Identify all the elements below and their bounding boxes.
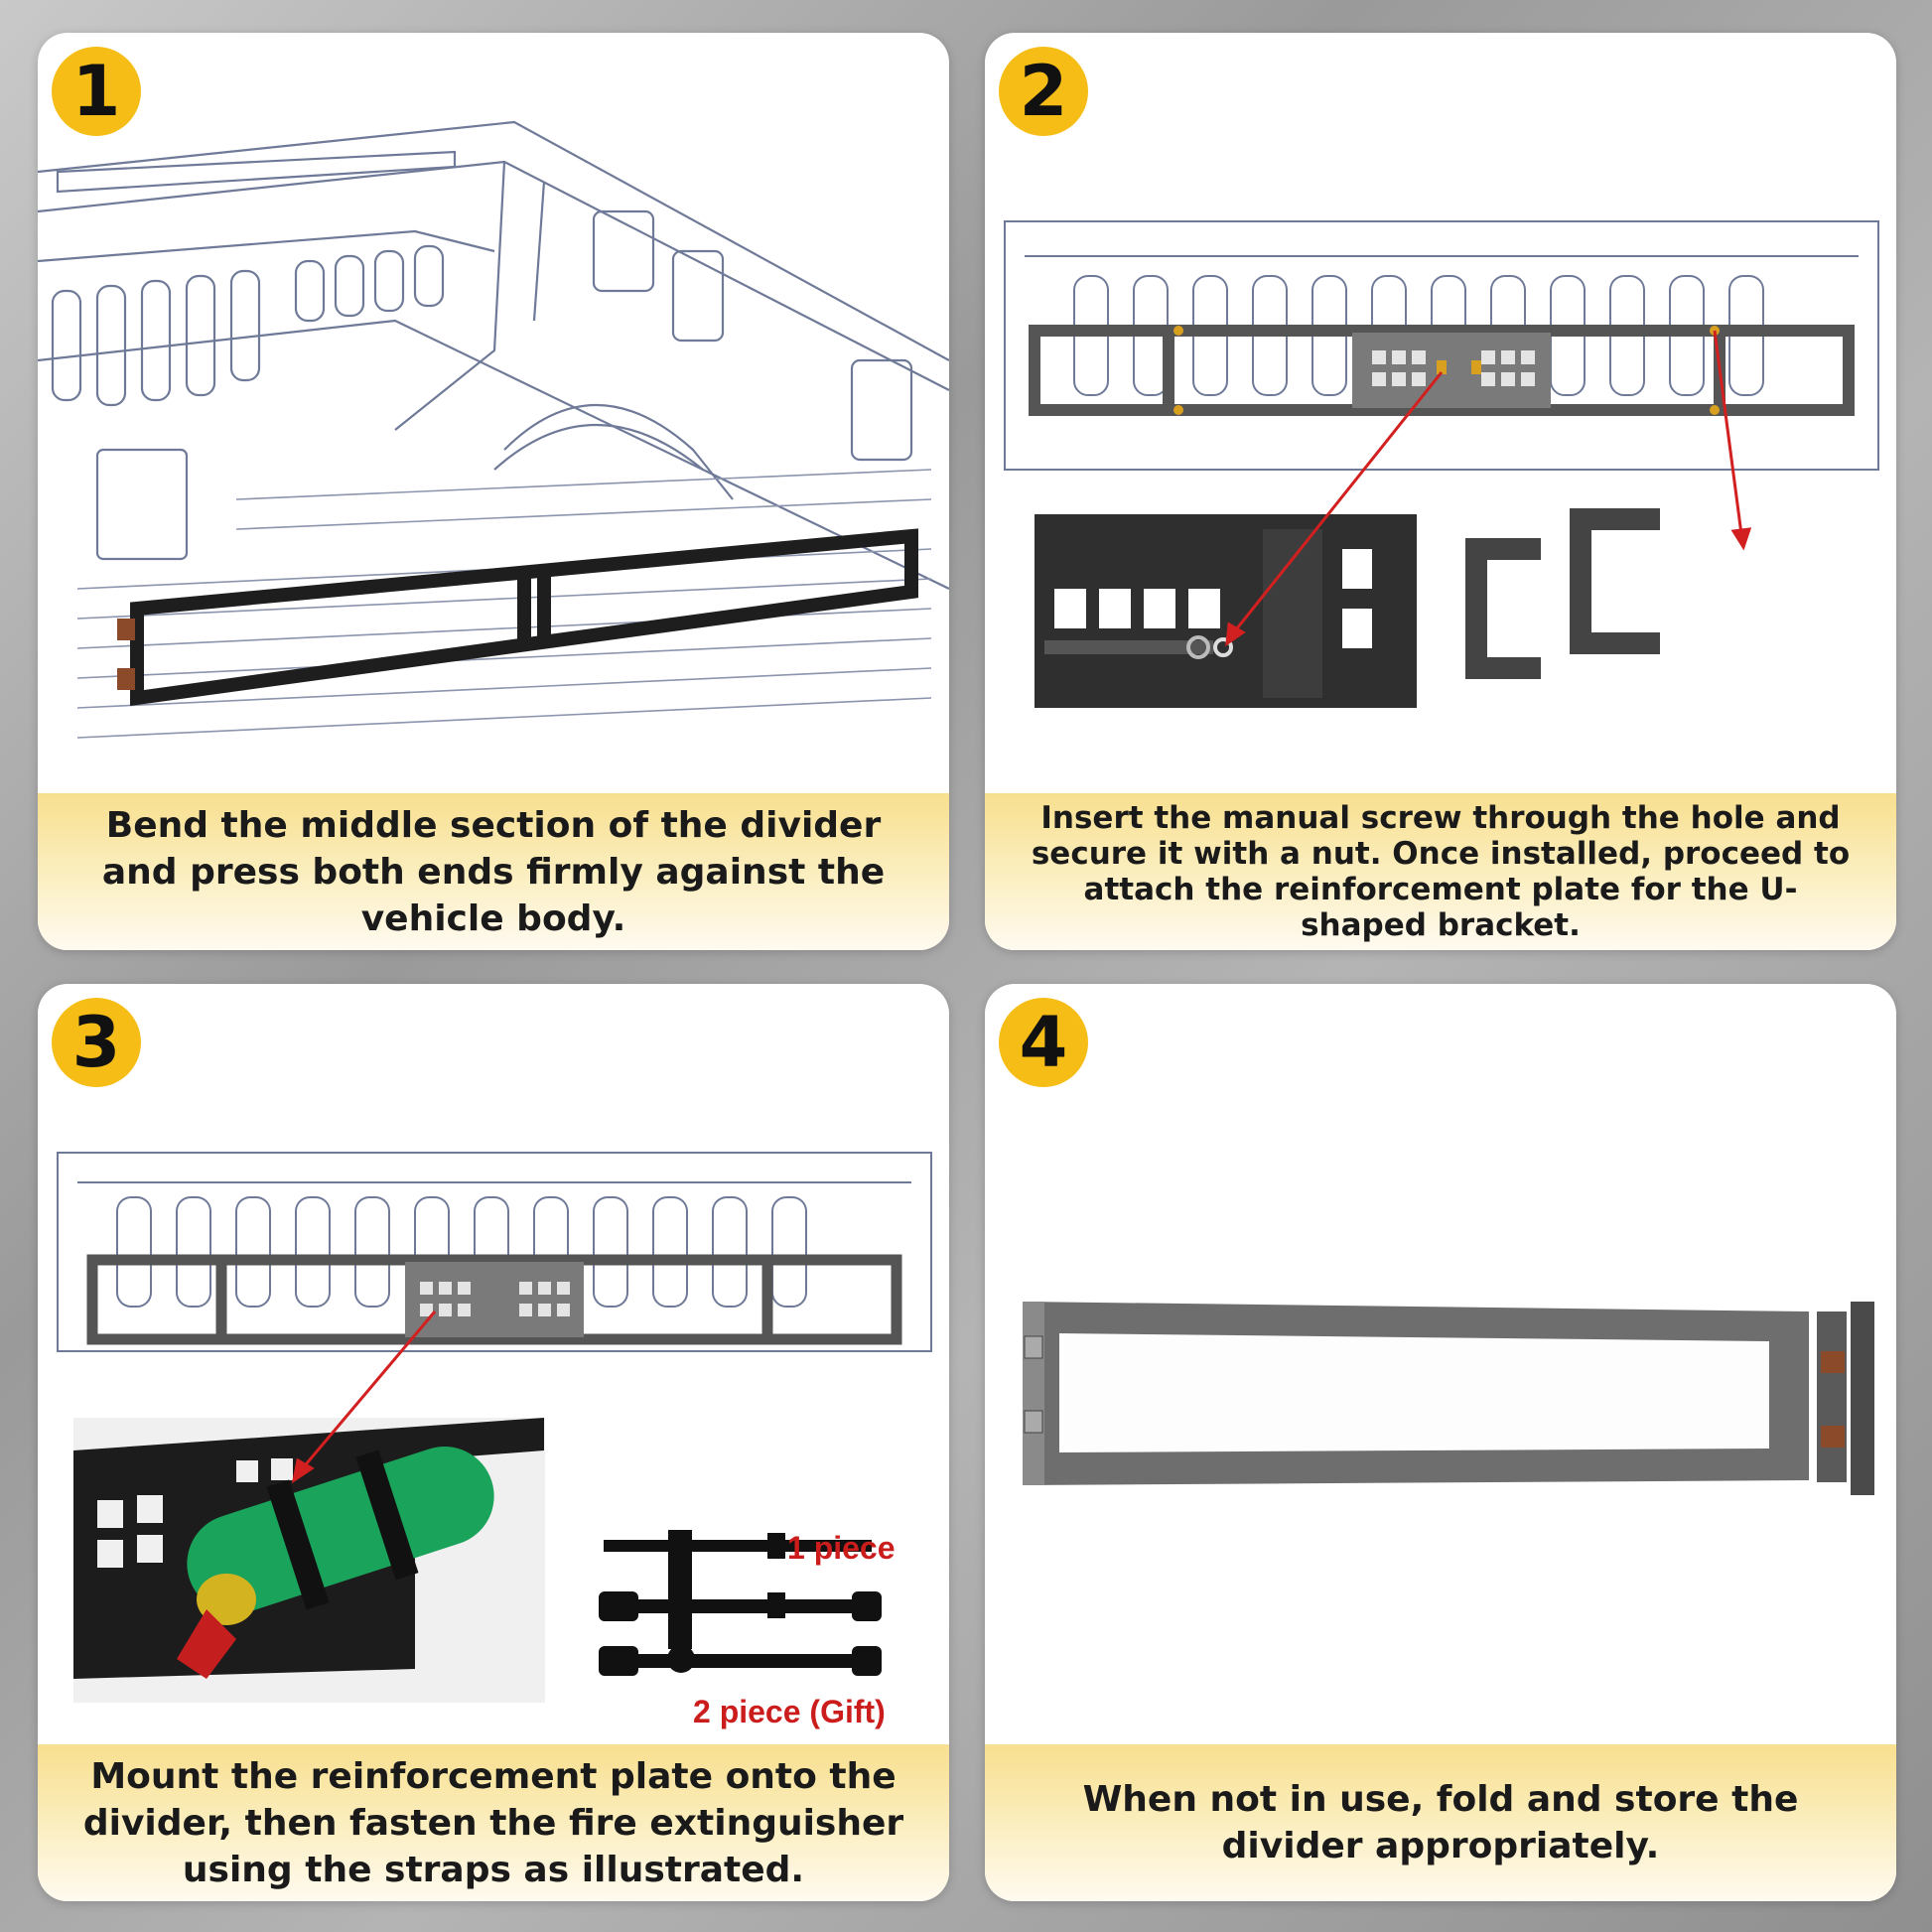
step-3-panel: 3 [38, 984, 949, 1901]
step-2-panel: 2 [985, 33, 1896, 950]
gift-strap-quantity-label: 2 piece (Gift) [693, 1694, 886, 1729]
step-number-badge: 4 [999, 998, 1088, 1087]
screw-and-bracket-illustration [1004, 220, 1879, 708]
step-caption: When not in use, fold and store the divi… [985, 1744, 1896, 1901]
step-4-panel: 4 When not in use, fold and store the di… [985, 984, 1896, 1901]
extinguisher-photo [73, 1418, 545, 1703]
strap-quantity-label: 1 piece [787, 1530, 896, 1566]
divider-frame [130, 528, 918, 707]
step-caption: Bend the middle section of the divider a… [38, 793, 949, 950]
truck-bed-sketch-illustration [38, 120, 949, 739]
u-shaped-brackets [1465, 508, 1660, 679]
step-1-panel: 1 [38, 33, 949, 950]
plate-closeup [1035, 514, 1417, 708]
divider-in-bed [86, 1254, 902, 1345]
folded-divider-frame [1023, 1302, 1874, 1495]
gift-straps-illustration [599, 1591, 882, 1676]
folded-divider-illustration [1023, 1302, 1874, 1495]
step-caption: Mount the reinforcement plate onto the d… [38, 1744, 949, 1901]
step-number-badge: 3 [52, 998, 141, 1087]
step-number-badge: 2 [999, 47, 1088, 136]
step-number-badge: 1 [52, 47, 141, 136]
step-caption: Insert the manual screw through the hole… [985, 793, 1896, 950]
